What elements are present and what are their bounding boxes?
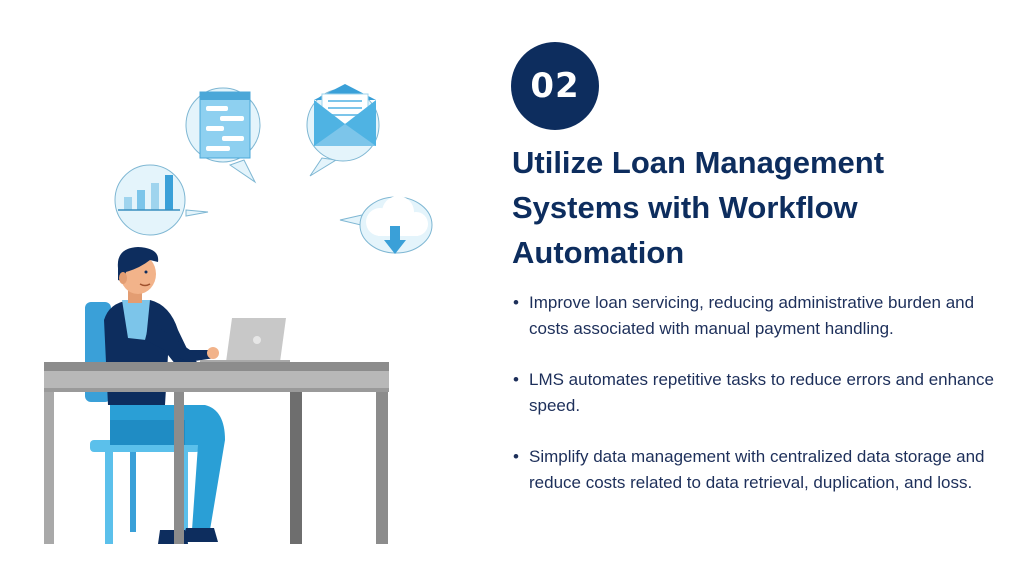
- bar-chart-icon: [114, 164, 209, 236]
- person: [104, 247, 225, 544]
- office-worker-illustration: [44, 84, 433, 544]
- step-number: 02: [530, 66, 580, 106]
- desk: [44, 362, 389, 544]
- envelope-icon: [306, 84, 380, 177]
- step-number-badge: 02: [511, 42, 599, 130]
- bullet-item: LMS automates repetitive tasks to reduce…: [512, 367, 1012, 419]
- chat-icon: [185, 87, 261, 184]
- title-line-1: Utilize Loan Management: [512, 145, 885, 180]
- cloud-download-icon: [339, 196, 433, 254]
- slide-title: Utilize Loan Management Systems with Wor…: [512, 140, 992, 275]
- bullet-item: Simplify data management with centralize…: [512, 444, 1012, 496]
- title-line-2: Systems with Workflow: [512, 190, 858, 225]
- bullet-item: Improve loan servicing, reducing adminis…: [512, 290, 1012, 342]
- title-line-3: Automation: [512, 235, 685, 270]
- bullet-list: Improve loan servicing, reducing adminis…: [512, 290, 1012, 521]
